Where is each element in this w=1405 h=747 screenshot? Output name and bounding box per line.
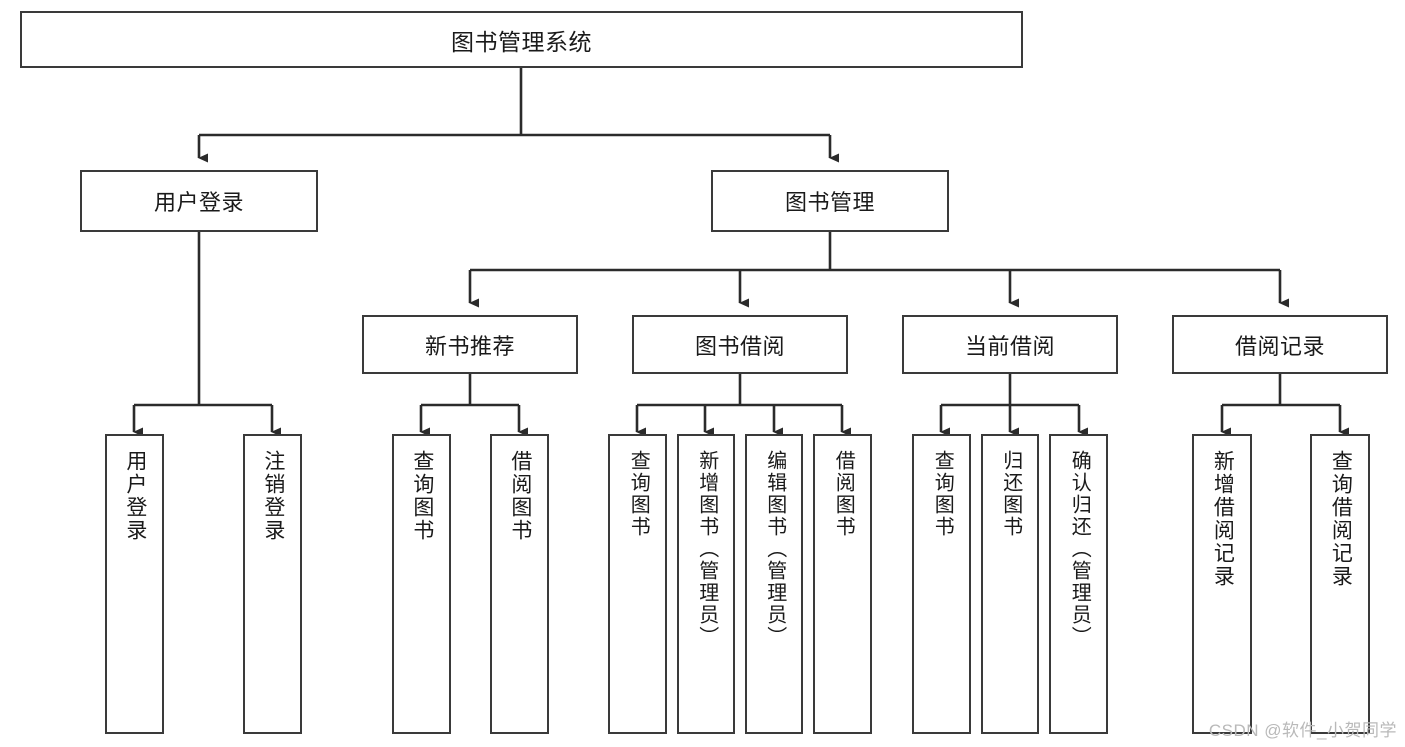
- node-label: 查询图书: [410, 450, 434, 542]
- leaf-new-book-query-book[interactable]: 查询图书: [392, 434, 451, 734]
- node-label: 图书管理系统: [451, 28, 592, 55]
- node-current-borrow[interactable]: 当前借阅: [902, 315, 1118, 374]
- node-label: 查询图书: [931, 450, 954, 538]
- node-label: 用户登录: [153, 190, 244, 215]
- leaf-book-borrow-edit-book-admin[interactable]: 编辑图书（管理员）: [745, 434, 803, 734]
- leaf-user-login-logout[interactable]: 注销登录: [243, 434, 302, 734]
- leaf-book-borrow-query-book[interactable]: 查询图书: [608, 434, 667, 734]
- node-borrow-record[interactable]: 借阅记录: [1172, 315, 1388, 374]
- node-label: 新增借阅记录: [1211, 450, 1235, 588]
- leaf-current-borrow-confirm-return-admin[interactable]: 确认归还（管理员）: [1049, 434, 1108, 734]
- node-label: 新书推荐: [424, 333, 515, 359]
- node-user-login[interactable]: 用户登录: [80, 170, 318, 232]
- node-book-management[interactable]: 图书管理: [711, 170, 949, 232]
- leaf-new-book-borrow-book[interactable]: 借阅图书: [490, 434, 549, 734]
- node-label: 归还图书: [999, 450, 1022, 538]
- node-label: 借阅图书: [508, 450, 532, 542]
- node-label: 当前借阅: [964, 333, 1055, 359]
- node-label: 新增图书（管理员）: [695, 450, 718, 648]
- node-label: 用户登录: [123, 450, 147, 542]
- node-label: 图书管理: [784, 190, 875, 215]
- leaf-book-borrow-borrow-book[interactable]: 借阅图书: [813, 434, 872, 734]
- leaf-borrow-record-query-record[interactable]: 查询借阅记录: [1310, 434, 1370, 734]
- leaf-current-borrow-query-book[interactable]: 查询图书: [912, 434, 971, 734]
- node-label: 图书借阅: [694, 333, 785, 359]
- leaf-current-borrow-return-book[interactable]: 归还图书: [981, 434, 1039, 734]
- node-label: 确认归还（管理员）: [1068, 450, 1091, 648]
- node-label: 借阅记录: [1234, 333, 1325, 359]
- node-label: 注销登录: [261, 450, 285, 542]
- node-book-borrow[interactable]: 图书借阅: [632, 315, 848, 374]
- leaf-borrow-record-add-record[interactable]: 新增借阅记录: [1192, 434, 1252, 734]
- leaf-user-login-user-login[interactable]: 用户登录: [105, 434, 164, 734]
- node-new-book-recommend[interactable]: 新书推荐: [362, 315, 578, 374]
- node-root-book-management-system[interactable]: 图书管理系统: [20, 11, 1023, 68]
- csdn-watermark: CSDN @软件_小贺同学: [1208, 721, 1397, 740]
- leaf-book-borrow-add-book-admin[interactable]: 新增图书（管理员）: [677, 434, 735, 734]
- node-label: 查询借阅记录: [1329, 450, 1353, 588]
- node-label: 查询图书: [627, 450, 650, 538]
- node-label: 借阅图书: [832, 450, 855, 538]
- node-label: 编辑图书（管理员）: [763, 450, 786, 648]
